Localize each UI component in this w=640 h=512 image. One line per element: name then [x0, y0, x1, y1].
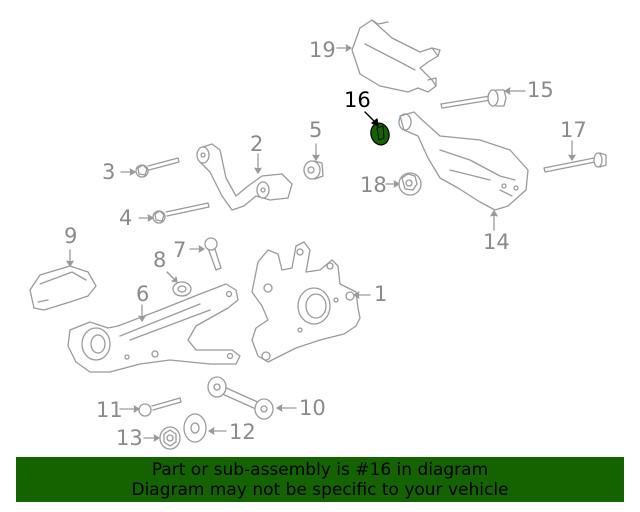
- callout-10[interactable]: 10: [299, 396, 326, 420]
- part-19-shield[interactable]: [351, 19, 441, 93]
- callout-4[interactable]: 4: [119, 206, 133, 230]
- banner-line-part: Part or sub-assembly is #16 in diagram: [151, 460, 489, 480]
- callout-11[interactable]: 11: [96, 398, 123, 422]
- part-18-nut[interactable]: [398, 172, 422, 196]
- callout-15[interactable]: 15: [527, 78, 554, 102]
- part-16-bushing[interactable]: [368, 121, 391, 147]
- callout-1[interactable]: 1: [374, 282, 388, 306]
- part-10-link[interactable]: [207, 376, 274, 420]
- part-14-lower-arm[interactable]: [398, 111, 529, 211]
- callout-12[interactable]: 12: [229, 420, 256, 444]
- info-banner: Part or sub-assembly is #16 in diagram D…: [16, 457, 624, 502]
- callout-3[interactable]: 3: [102, 160, 116, 184]
- part-9-cover[interactable]: [29, 265, 97, 311]
- part-17-bolt[interactable]: [543, 152, 607, 173]
- callout-5[interactable]: 5: [309, 118, 323, 142]
- part-7-bolt[interactable]: [204, 237, 222, 271]
- part-15-bolt[interactable]: [440, 89, 507, 109]
- callout-6[interactable]: 6: [136, 282, 150, 306]
- part-1-knuckle[interactable]: [251, 241, 361, 363]
- part-3-bolt[interactable]: [135, 157, 180, 178]
- part-13-nut[interactable]: [159, 426, 181, 450]
- part-11-bolt[interactable]: [138, 397, 182, 417]
- part-4-bolt[interactable]: [152, 202, 210, 224]
- callout-7[interactable]: 7: [173, 238, 187, 262]
- part-8-washer[interactable]: [172, 281, 192, 297]
- part-5-nut[interactable]: [303, 160, 324, 180]
- callout-19[interactable]: 19: [309, 38, 336, 62]
- part-2-upper-arm[interactable]: [196, 143, 293, 211]
- callout-16-highlighted[interactable]: 16: [344, 88, 371, 112]
- callout-2[interactable]: 2: [250, 132, 264, 156]
- callout-13[interactable]: 13: [116, 426, 143, 450]
- part-6-trailing-arm[interactable]: [67, 283, 241, 373]
- callout-9[interactable]: 9: [64, 224, 78, 248]
- callout-18[interactable]: 18: [360, 173, 387, 197]
- callout-8[interactable]: 8: [153, 248, 167, 272]
- callout-14[interactable]: 14: [483, 230, 510, 254]
- callout-17[interactable]: 17: [560, 118, 587, 142]
- banner-line-disclaimer: Diagram may not be specific to your vehi…: [131, 480, 509, 500]
- part-12-washer[interactable]: [183, 413, 207, 443]
